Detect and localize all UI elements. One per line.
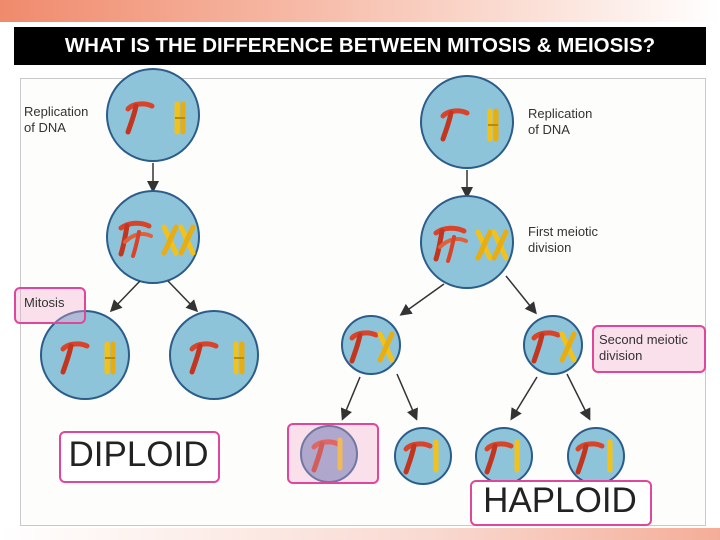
arrow	[399, 283, 445, 316]
meiosis-parent-cell	[420, 75, 514, 169]
arrow	[510, 376, 538, 421]
diploid-label-box	[59, 431, 220, 483]
arrow	[505, 275, 537, 315]
mitosis-daughter-cell-left	[40, 310, 130, 400]
label-line: of DNA	[24, 120, 66, 135]
meiosis-replication-label: Replication of DNA	[528, 106, 592, 138]
slide-title: WHAT IS THE DIFFERENCE BETWEEN MITOSIS &…	[64, 34, 656, 57]
arrow	[109, 280, 141, 313]
arrow	[167, 280, 199, 313]
mitosis-label: Mitosis	[24, 295, 65, 310]
label-line: division	[599, 348, 643, 363]
label-line: Replication	[24, 104, 89, 119]
title-bar: WHAT IS THE DIFFERENCE BETWEEN MITOSIS &…	[14, 27, 706, 65]
second-meiotic-division-label: Second meiotic division	[599, 332, 700, 364]
haploid-label-box	[470, 480, 652, 526]
mitosis-replicated-cell	[106, 190, 200, 284]
meiosis-first-division-cell-left	[341, 315, 401, 375]
arrow	[340, 376, 361, 421]
top-decorative-band	[0, 0, 720, 22]
haploid-cell-2	[394, 427, 452, 485]
mitosis-parent-cell	[106, 68, 200, 162]
arrow	[566, 373, 591, 421]
bottom-decorative-band	[0, 528, 720, 540]
label-line: division	[528, 240, 572, 255]
second-meiotic-label-box	[592, 325, 706, 373]
haploid-cell-4	[567, 427, 625, 485]
meiosis-replicated-cell	[420, 195, 514, 289]
mitosis-replication-label: Replication of DNA	[24, 104, 88, 136]
diploid-label: DIPLOID	[68, 435, 209, 474]
label-line: Second meiotic	[599, 332, 688, 347]
meiosis-first-division-cell-right	[523, 315, 583, 375]
arrow	[396, 373, 418, 421]
mitosis-label-box	[14, 287, 86, 324]
haploid-cell-highlight-box	[287, 423, 379, 484]
label-line: of DNA	[528, 122, 570, 137]
label-line: First meiotic	[528, 224, 599, 239]
mitosis-daughter-cell-right	[169, 310, 259, 400]
first-meiotic-division-label: First meiotic division	[528, 224, 598, 256]
haploid-label: HAPLOID	[483, 481, 637, 520]
label-line: Replication	[528, 106, 593, 121]
haploid-cell-3	[475, 427, 533, 485]
